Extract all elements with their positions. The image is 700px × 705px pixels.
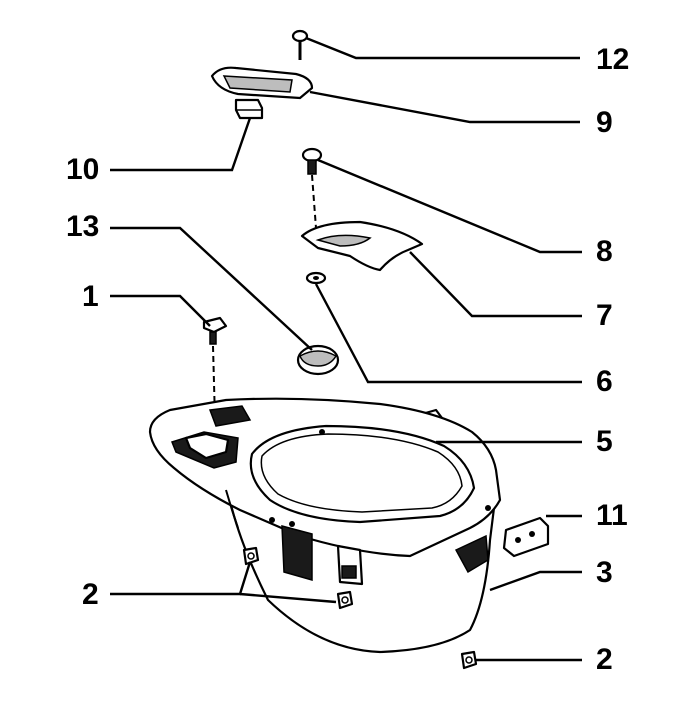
callout-1: 1	[82, 280, 99, 313]
leader-2a-middle	[239, 592, 337, 604]
part-3-storage-tub	[148, 397, 502, 654]
part-1-screw	[202, 316, 228, 345]
part-2-clip-middle	[336, 590, 354, 610]
part-9-latch-cover	[210, 66, 314, 100]
part-8-screw	[301, 147, 323, 175]
callout-11: 11	[596, 499, 628, 532]
callout-2-right: 2	[596, 643, 613, 676]
part-12-screw	[291, 29, 309, 60]
leader-12	[305, 36, 580, 60]
callout-6: 6	[596, 365, 613, 398]
callout-12: 12	[596, 43, 630, 76]
leader-1	[110, 294, 211, 327]
part-2-clip-left	[242, 546, 260, 566]
leader-7	[409, 251, 582, 318]
axis-line-8	[311, 174, 317, 229]
callout-13: 13	[66, 210, 100, 243]
part-10-block	[234, 98, 264, 120]
callout-9: 9	[596, 106, 613, 139]
callout-2-left: 2	[82, 578, 99, 611]
leader-9	[309, 90, 580, 124]
leader-2a-left	[110, 561, 252, 596]
part-2-clip-right	[460, 650, 478, 670]
leader-10	[110, 117, 252, 172]
leader-lines	[110, 36, 582, 662]
callout-5: 5	[596, 425, 613, 458]
part-6-washer	[305, 271, 327, 285]
part-11-bracket	[502, 516, 550, 558]
callout-10: 10	[66, 153, 100, 186]
leader-8	[317, 158, 582, 254]
callout-8: 8	[596, 235, 613, 268]
leader-13	[110, 226, 313, 351]
leader-6	[314, 283, 582, 384]
leader-3	[489, 570, 582, 592]
callout-7: 7	[596, 299, 613, 332]
callout-3: 3	[596, 556, 613, 589]
part-7-cover	[300, 220, 424, 272]
part-13-cap	[296, 344, 340, 376]
